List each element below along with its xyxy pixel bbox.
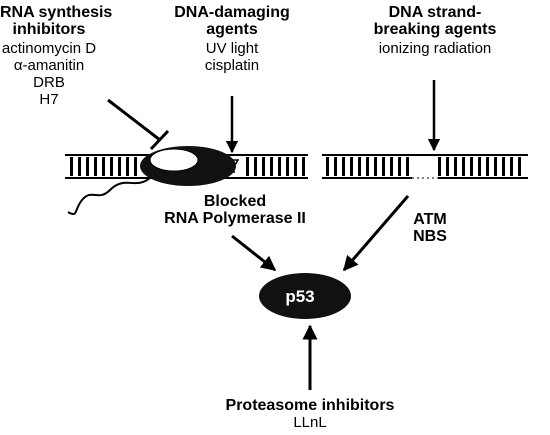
rna-inhibitor-item: actinomycin D [1, 40, 97, 57]
rna-inhibitors-heading-line1: RNA synthesis [0, 4, 113, 21]
dna-rung [302, 157, 305, 176]
dna-rung [446, 157, 449, 176]
dna-rung [374, 157, 377, 176]
proteasome-heading: Proteasome inhibitors [225, 397, 395, 414]
dna-damaging-heading: DNA-damaging agents [172, 4, 292, 38]
dna-rung [390, 157, 393, 176]
rna-polymerase-ii [140, 146, 236, 186]
dna-rung [486, 157, 489, 176]
dna-damaging-item: cisplatin [204, 57, 260, 74]
dna-rung [462, 157, 465, 176]
rna-inhibitor-item: DRB [33, 74, 65, 91]
dna-rung [86, 157, 89, 176]
dna-rung [118, 157, 121, 176]
dna-rung [270, 157, 273, 176]
dna-rung [94, 157, 97, 176]
rna-inhibitors-list: actinomycin D α-amanitin DRB H7 [0, 40, 98, 108]
inhibition-arrow [107, 98, 170, 151]
dna-rung [294, 157, 297, 176]
rna-inhibitor-item: H7 [39, 91, 59, 108]
dna-rung [406, 157, 409, 176]
dna-rung [494, 157, 497, 176]
p53-label: p53 [285, 287, 314, 306]
dna-rung [246, 157, 249, 176]
arrow-atm-to-p53 [342, 195, 410, 272]
blocked-polymerase-line1: Blocked [203, 193, 267, 210]
proteasome-item: LLnL [293, 414, 327, 431]
dna-rung [286, 157, 289, 176]
dna-rung [350, 157, 353, 176]
dna-rung [454, 157, 457, 176]
blocked-polymerase-label: Blocked RNA Polymerase II [160, 193, 310, 227]
dna-damaging-item: UV light [205, 40, 259, 57]
dna-rung [358, 157, 361, 176]
dna-damaging-heading-line1: DNA-damaging [174, 4, 290, 21]
dna-rung [518, 157, 521, 176]
dna-strand-heading: DNA strand- breaking agents [360, 4, 510, 38]
rna-transcript [67, 177, 151, 216]
nbs-label: NBS [413, 228, 447, 245]
dna-rung [110, 157, 113, 176]
dna-rung [382, 157, 385, 176]
dna-rung [510, 157, 513, 176]
dna-rung [278, 157, 281, 176]
rna-inhibitors-heading: RNA synthesis inhibitors [0, 4, 113, 38]
dna-rung [342, 157, 345, 176]
dna-ladder-right [322, 154, 528, 179]
dna-rung [134, 157, 137, 176]
dna-strand-list: ionizing radiation [360, 40, 510, 57]
dna-rung [366, 157, 369, 176]
blocked-polymerase-line2: RNA Polymerase II [164, 210, 306, 227]
dna-rung [502, 157, 505, 176]
dna-rung [438, 157, 441, 176]
dna-rung [78, 157, 81, 176]
dna-rung [262, 157, 265, 176]
atm-nbs-label: ATM NBS [400, 211, 460, 245]
dna-strand-item: ionizing radiation [378, 40, 492, 57]
dna-rung [398, 157, 401, 176]
dna-rung [254, 157, 257, 176]
dna-rung [126, 157, 129, 176]
dna-strand-heading-line2: breaking agents [373, 21, 497, 38]
rna-inhibitor-item: α-amanitin [13, 57, 85, 74]
dna-rung [334, 157, 337, 176]
dna-rung [70, 157, 73, 176]
dna-damaging-heading-line2: agents [206, 21, 258, 38]
dna-damaging-list: UV light cisplatin [172, 40, 292, 74]
dna-rung [326, 157, 329, 176]
dna-rung [102, 157, 105, 176]
atm-label: ATM [413, 211, 447, 228]
dna-strand-heading-line1: DNA strand- [388, 4, 482, 21]
dna-rung [470, 157, 473, 176]
p53-node: p53 [259, 273, 351, 319]
rna-inhibitors-heading-line2: inhibitors [12, 21, 86, 38]
dna-rung [478, 157, 481, 176]
arrow-polymerase-to-p53 [231, 234, 277, 272]
